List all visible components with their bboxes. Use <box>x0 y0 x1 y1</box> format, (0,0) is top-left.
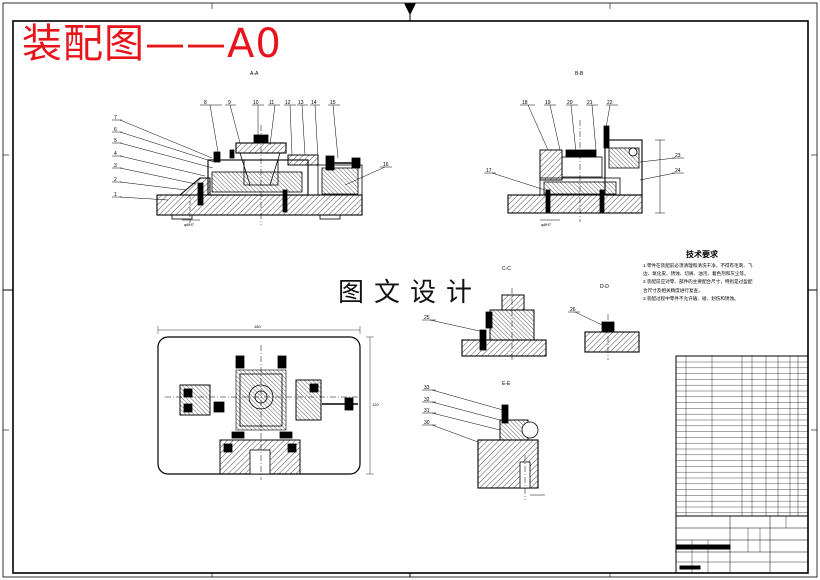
callout-1: 1 <box>114 192 117 198</box>
callouts-view-b <box>484 104 684 191</box>
section-view-e: E-E 33 32 31 30 <box>422 381 545 500</box>
callout-5: 5 <box>114 138 117 144</box>
callout-24: 24 <box>675 168 681 174</box>
callout-17: 17 <box>486 168 492 174</box>
callout-4: 4 <box>114 151 117 157</box>
plan-view: 180 120 <box>157 324 379 480</box>
svg-text:φ6H7: φ6H7 <box>184 222 195 227</box>
callouts-view-a <box>112 104 392 201</box>
callout-18: 18 <box>522 100 528 106</box>
callout-21: 21 <box>587 100 593 106</box>
callout-32: 32 <box>424 397 430 403</box>
svg-text:φ8H7: φ8H7 <box>541 222 552 227</box>
callout-15: 15 <box>330 100 336 106</box>
requirement-line: 3.装配过程中零件不允许磕、碰、划伤和锈蚀。 <box>643 295 739 301</box>
section-view-c: C-C 25 <box>422 266 547 362</box>
parts-list <box>675 355 809 517</box>
callout-22: 22 <box>607 100 613 106</box>
requirements-heading: 技术要求 <box>686 250 718 259</box>
callout-26: 26 <box>570 307 576 313</box>
callout-30: 30 <box>424 420 430 426</box>
svg-text:120: 120 <box>372 402 379 407</box>
callout-8: 8 <box>204 100 207 106</box>
requirement-line: 1.零件在装配前必须清理和清洗干净，不得有毛刺、飞 <box>643 263 753 268</box>
callout-9: 9 <box>228 100 231 106</box>
watermark-text: 图文设计 <box>338 278 483 308</box>
title-block <box>675 515 809 574</box>
view-label-b: B-B <box>575 71 584 77</box>
section-view-a: A-A φ6 <box>156 71 363 227</box>
callout-2: 2 <box>114 177 117 183</box>
callout-25: 25 <box>424 315 430 321</box>
callout-7: 7 <box>114 115 117 121</box>
callout-16: 16 <box>383 162 389 168</box>
callout-20: 20 <box>567 100 573 106</box>
callout-10: 10 <box>253 100 259 106</box>
requirement-line: 2.装配前应对零、部件的主要配合尺寸，特别是过盈配 <box>643 279 753 285</box>
callout-labels-view-a: 7 6 5 4 3 2 1 8 9 10 11 12 13 14 15 16 <box>114 100 389 198</box>
callout-23: 23 <box>675 153 681 159</box>
section-view-b: B-B φ8H7 <box>507 71 665 227</box>
requirement-line: 合尺寸及相关精度进行复查。 <box>643 287 703 293</box>
view-label-a: A-A <box>250 71 259 77</box>
callout-12: 12 <box>285 100 291 106</box>
requirements-list: 1.零件在装配前必须清理和清洗干净，不得有毛刺、飞 边、氧化皮、锈蚀、切屑、油污… <box>643 262 799 303</box>
callout-11: 11 <box>269 100 274 106</box>
svg-text:180: 180 <box>254 324 261 329</box>
callout-3: 3 <box>114 163 117 169</box>
requirement-line: 边、氧化皮、锈蚀、切屑、油污、着色剂和灰尘等。 <box>643 271 749 277</box>
section-view-d: D-D 26 <box>568 284 640 360</box>
callout-31: 31 <box>424 408 430 414</box>
callout-labels-view-b: 18 19 20 21 22 23 24 17 <box>486 100 681 174</box>
view-label-c: C-C <box>502 266 511 272</box>
callout-13: 13 <box>298 100 304 106</box>
callout-33: 33 <box>424 385 430 391</box>
callout-14: 14 <box>311 100 317 106</box>
sheet-title: 装配图——A0 <box>22 21 282 67</box>
callout-19: 19 <box>545 100 551 106</box>
view-label-d: D-D <box>600 284 609 290</box>
callout-6: 6 <box>114 127 117 133</box>
view-label-e: E-E <box>502 381 511 387</box>
